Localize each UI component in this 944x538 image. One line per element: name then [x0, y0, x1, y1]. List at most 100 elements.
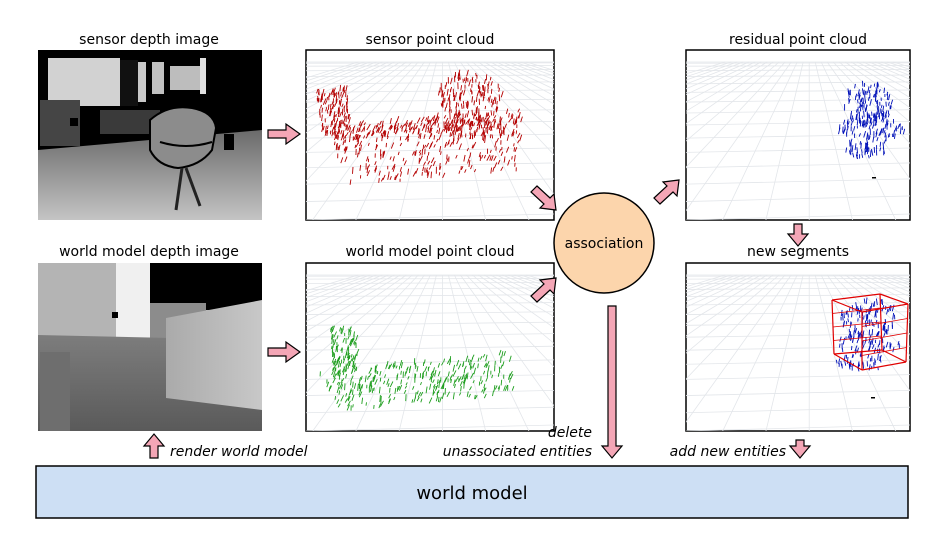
point: [854, 327, 858, 334]
point: [443, 114, 447, 119]
point: [463, 120, 465, 124]
point: [854, 83, 856, 89]
point: [433, 135, 436, 140]
point: [515, 120, 517, 125]
point: [498, 94, 501, 102]
point: [511, 130, 514, 137]
point: [397, 385, 401, 390]
point: [354, 353, 357, 361]
grid-line: [466, 274, 554, 368]
point: [455, 110, 458, 118]
point: [445, 102, 448, 109]
point: [855, 154, 858, 159]
point: [867, 97, 870, 101]
point: [331, 345, 333, 349]
point: [887, 113, 890, 118]
point: [875, 309, 877, 315]
point: [510, 113, 513, 118]
point: [340, 98, 343, 103]
point: [456, 119, 459, 123]
point: [392, 363, 395, 367]
point: [445, 122, 448, 130]
point: [428, 397, 433, 404]
point: [483, 154, 487, 159]
point: [485, 354, 488, 362]
point: [416, 396, 420, 402]
grid-line: [686, 277, 910, 280]
point: [407, 168, 410, 175]
point: [507, 373, 511, 380]
point: [425, 167, 428, 173]
grid-line: [686, 311, 910, 315]
point: [870, 84, 872, 88]
grid-line: [686, 61, 792, 212]
point: [419, 152, 422, 156]
point: [886, 308, 889, 315]
point: [344, 146, 348, 152]
point: [437, 389, 440, 394]
point: [432, 383, 436, 388]
point: [353, 340, 356, 345]
point: [341, 103, 344, 108]
point: [399, 171, 403, 177]
point: [473, 112, 475, 120]
bbox-edge: [831, 293, 881, 301]
point: [852, 354, 854, 358]
point: [838, 127, 841, 135]
point: [503, 351, 506, 357]
grid-line: [306, 274, 383, 308]
point: [334, 396, 337, 400]
point: [365, 132, 370, 139]
point: [340, 328, 343, 334]
point: [440, 128, 444, 135]
point: [418, 149, 422, 154]
point: [863, 315, 865, 320]
point: [452, 129, 455, 136]
point: [468, 359, 471, 366]
point: [363, 122, 366, 126]
point: [490, 167, 493, 174]
point: [344, 156, 348, 163]
point: [460, 85, 463, 91]
point: [378, 404, 381, 409]
point: [868, 345, 871, 351]
point: [500, 151, 504, 156]
point: [430, 127, 433, 132]
point: [902, 128, 906, 135]
point: [875, 128, 878, 135]
point: [505, 146, 510, 153]
point: [869, 117, 873, 124]
point: [336, 399, 340, 404]
point: [392, 165, 396, 172]
point: [438, 381, 440, 389]
point: [509, 377, 511, 383]
point: [468, 123, 472, 131]
point: [342, 136, 345, 140]
point: [347, 363, 350, 370]
point: [372, 125, 376, 132]
point: [517, 140, 520, 144]
point: [317, 95, 319, 103]
grid-line: [306, 274, 401, 332]
point: [406, 366, 409, 371]
grid-line: [686, 178, 910, 185]
point: [456, 138, 460, 145]
point: [396, 373, 399, 380]
point: [331, 357, 335, 363]
point: [445, 158, 449, 165]
point: [333, 125, 337, 129]
point: [493, 385, 496, 392]
point: [430, 171, 432, 179]
point: [333, 118, 336, 123]
point: [484, 387, 487, 392]
point: [888, 94, 891, 101]
point: [342, 369, 345, 376]
grid-line: [686, 274, 792, 423]
point: [456, 359, 460, 367]
point: [402, 157, 405, 162]
grid-line: [686, 333, 910, 338]
point: [372, 376, 374, 382]
point: [463, 77, 466, 82]
point: [881, 299, 884, 306]
point: [450, 77, 453, 85]
